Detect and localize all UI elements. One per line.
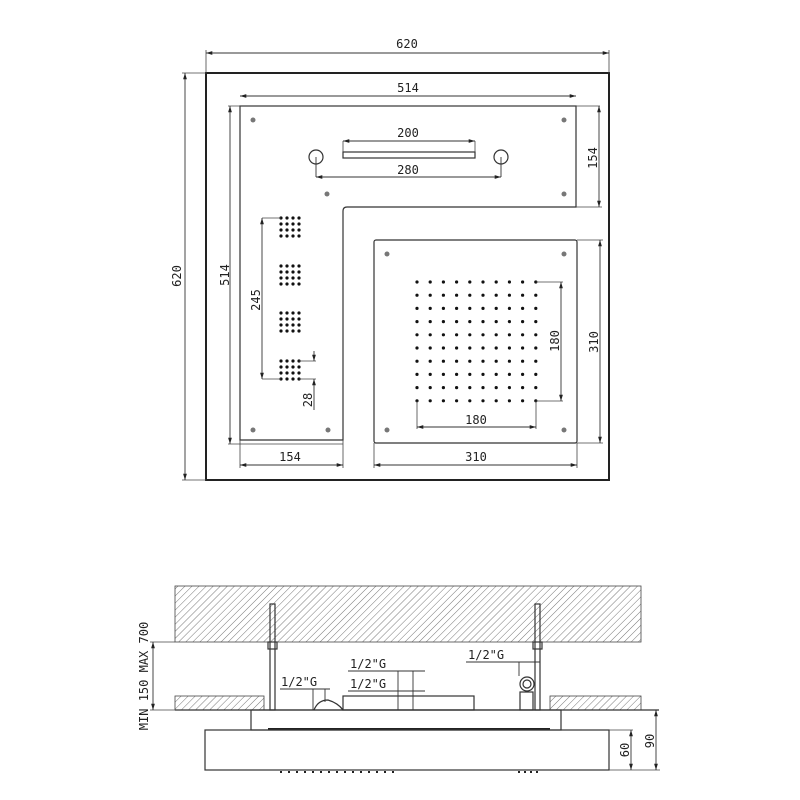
dim-ceiling-gap: MIN 150 MAX 700	[137, 622, 151, 730]
dim-inner-width: 514	[397, 81, 419, 95]
dim-outer-width: 620	[396, 37, 418, 51]
dim-inner-height: 514	[218, 264, 232, 286]
dim-side-strip-width: 154	[279, 450, 301, 464]
body-jet-nozzles	[279, 216, 301, 381]
dim-nozzle-grid-height: 180	[548, 330, 562, 352]
plan-view: 620 620 514 514 154 200	[170, 37, 610, 481]
dim-nozzle-group-span: 245	[249, 289, 263, 311]
waterfall-inlet-block	[342, 695, 475, 711]
shower-panel	[204, 729, 610, 771]
dim-panel-height: 60	[618, 743, 632, 757]
dim-rain-panel-width: 310	[465, 450, 487, 464]
right-inlet-fitting	[519, 676, 535, 692]
dim-rain-panel-height: 310	[587, 331, 601, 353]
dim-total-height: 90	[643, 734, 657, 748]
left-inlet-fitting	[313, 699, 344, 711]
mounting-frame	[250, 709, 562, 731]
dim-nozzle-group-size: 28	[301, 393, 315, 407]
dim-outer-height: 620	[170, 265, 184, 287]
thread-label-left: 1/2"G	[281, 675, 317, 689]
thread-label-lower: 1/2"G	[350, 677, 386, 691]
inner-l-panel	[239, 105, 577, 441]
section-view: MIN 150 MAX 700 1/2"G 1/2"G 1/2"G	[137, 585, 660, 773]
ceiling-slab	[174, 585, 642, 643]
dim-top-strip-height: 154	[586, 147, 600, 169]
rain-nozzle-grid	[415, 280, 538, 403]
false-ceiling-left	[174, 695, 265, 711]
dim-inlet-spacing: 280	[397, 163, 419, 177]
false-ceiling-right	[549, 695, 642, 711]
waterfall-blade	[342, 151, 476, 159]
thread-label-upper: 1/2"G	[350, 657, 386, 671]
dim-nozzle-grid-width: 180	[465, 413, 487, 427]
thread-label-right: 1/2"G	[468, 648, 504, 662]
rain-panel	[373, 239, 578, 444]
dim-waterfall-blade: 200	[397, 126, 419, 140]
outer-frame	[205, 72, 610, 481]
